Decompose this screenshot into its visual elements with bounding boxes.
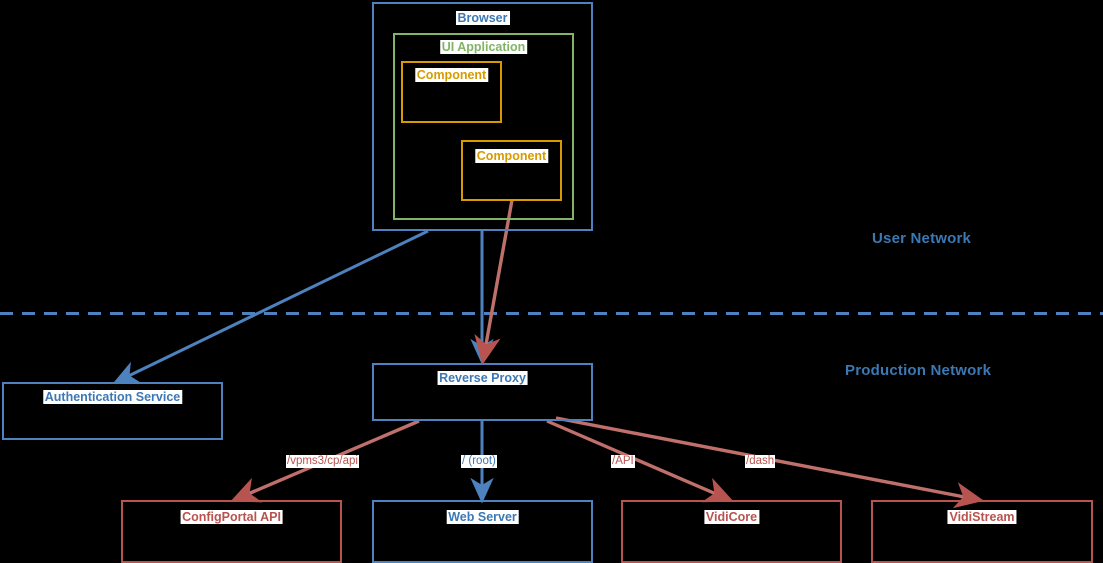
node-configportal-api[interactable]: ConfigPortal API [121,500,342,563]
node-auth-service[interactable]: Authentication Service [2,382,223,440]
node-vidistream-label: VidiStream [947,510,1017,524]
node-web-server-label: Web Server [446,510,519,524]
node-component-2-label: Component [474,149,549,163]
node-component-1[interactable]: Component [401,61,502,123]
edge-label-dash: /dash [745,455,776,468]
edge-browser-to-auth [112,229,429,384]
edge-label-api: /API [611,455,635,468]
node-configportal-api-label: ConfigPortal API [180,510,283,524]
node-web-server[interactable]: Web Server [372,500,593,563]
edge-label-root: / (root) [461,455,497,468]
node-browser[interactable]: Browser [372,2,593,231]
node-vidicore[interactable]: VidiCore [621,500,842,563]
node-auth-service-label: Authentication Service [42,390,183,404]
node-reverse-proxy[interactable]: Reverse Proxy [372,363,593,421]
zone-label-production-network: Production Network [845,362,992,379]
edge-label-vpms3-cp-api: /vpms3/cp/api [286,455,359,468]
node-component-1-label: Component [414,68,489,82]
node-reverse-proxy-label: Reverse Proxy [437,371,528,385]
node-ui-application[interactable]: UI Application [393,33,574,220]
node-vidicore-label: VidiCore [703,510,760,524]
node-ui-application-label: UI Application [439,40,528,54]
node-vidistream[interactable]: VidiStream [871,500,1093,563]
node-component-2[interactable]: Component [461,140,562,201]
node-browser-label: Browser [455,11,510,25]
edge-proxy-to-vidicore [546,419,734,503]
zone-label-user-network: User Network [872,230,972,247]
